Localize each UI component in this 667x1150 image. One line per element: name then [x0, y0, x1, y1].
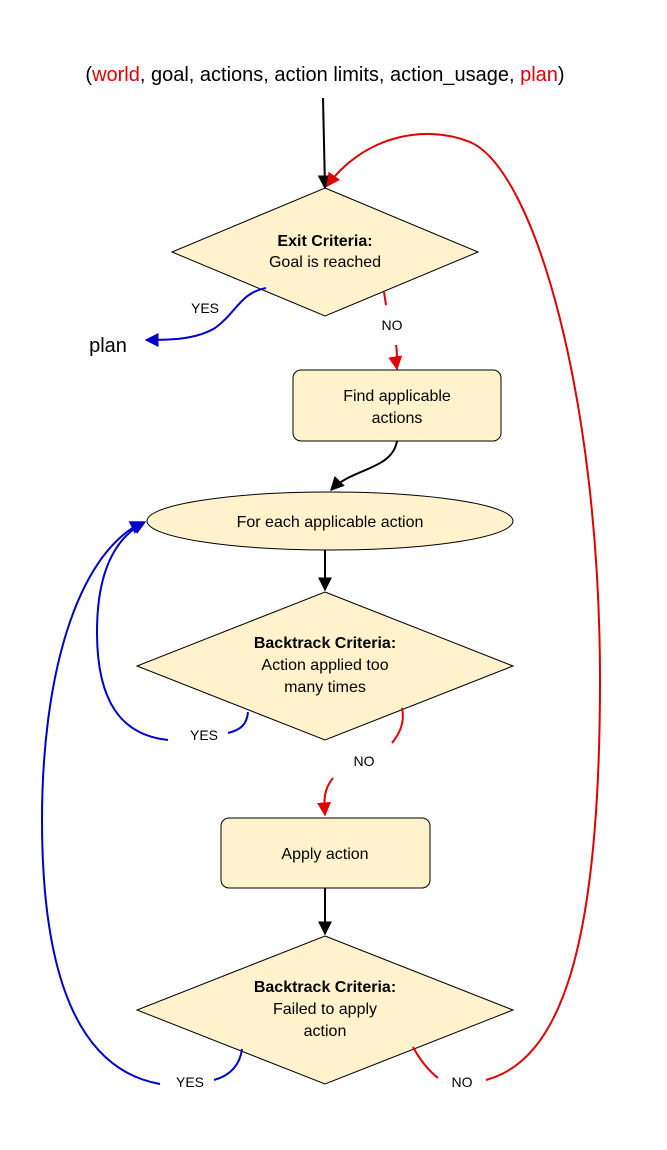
find-applicable-actions-line1: Find applicable	[343, 388, 451, 405]
backtrack2-no-line	[412, 1046, 439, 1079]
backtrack2-diamond	[135, 935, 515, 1085]
exit-no-arrow	[388, 344, 403, 371]
backtrack2-yes-line	[213, 1048, 243, 1081]
find-to-loop-arrow	[330, 440, 398, 492]
apply-action-text: Apply action	[281, 846, 368, 863]
find-applicable-actions-line2: actions	[372, 410, 423, 427]
signature-close-paren: )	[558, 64, 565, 86]
function-signature: (world, goal, actions, action limits, ac…	[85, 64, 564, 86]
backtrack1-diamond	[135, 591, 515, 741]
exit-yes-label: YES	[191, 300, 219, 316]
backtrack2-line2: action	[304, 1023, 347, 1040]
for-each-action-text: For each applicable action	[237, 514, 424, 531]
backtrack1-no-label: NO	[354, 753, 375, 769]
backtrack2-loop-back-arrow	[40, 521, 161, 1085]
backtrack1-line2: many times	[284, 679, 366, 696]
exit-criteria-title: Exit Criteria:	[277, 233, 372, 250]
backtrack1-no-arrow	[317, 777, 334, 817]
signature-open-paren: (	[85, 64, 92, 86]
exit-no-label: NO	[382, 317, 403, 333]
exit-criteria-diamond	[170, 187, 480, 317]
backtrack1-yes-label: YES	[190, 727, 218, 743]
plan-output: plan	[89, 335, 127, 357]
find-applicable-actions-box	[292, 369, 502, 442]
backtrack1-title: Backtrack Criteria:	[254, 635, 396, 652]
backtrack2-title: Backtrack Criteria:	[254, 979, 396, 996]
signature-plan: plan	[520, 64, 558, 86]
exit-criteria-text: Goal is reached	[269, 254, 381, 271]
signature-params: , goal, actions, action limits, action_u…	[140, 64, 520, 86]
backtrack1-loop-back-arrow	[95, 521, 169, 741]
backtrack1-line1: Action applied too	[261, 657, 388, 674]
backtrack2-loop-to-exit-arrow	[326, 132, 602, 1081]
for-each-action-loop	[146, 491, 514, 551]
backtrack2-yes-label: YES	[176, 1074, 204, 1090]
start-arrow	[317, 97, 332, 190]
backtrack2-no-label: NO	[452, 1074, 473, 1090]
exit-yes-arrow	[144, 287, 267, 347]
exit-no-line	[383, 291, 387, 306]
backtrack1-yes-arrow	[227, 711, 249, 734]
backtrack2-line1: Failed to apply	[273, 1001, 377, 1018]
signature-world: world	[91, 64, 140, 86]
backtrack1-no-line	[391, 707, 404, 744]
